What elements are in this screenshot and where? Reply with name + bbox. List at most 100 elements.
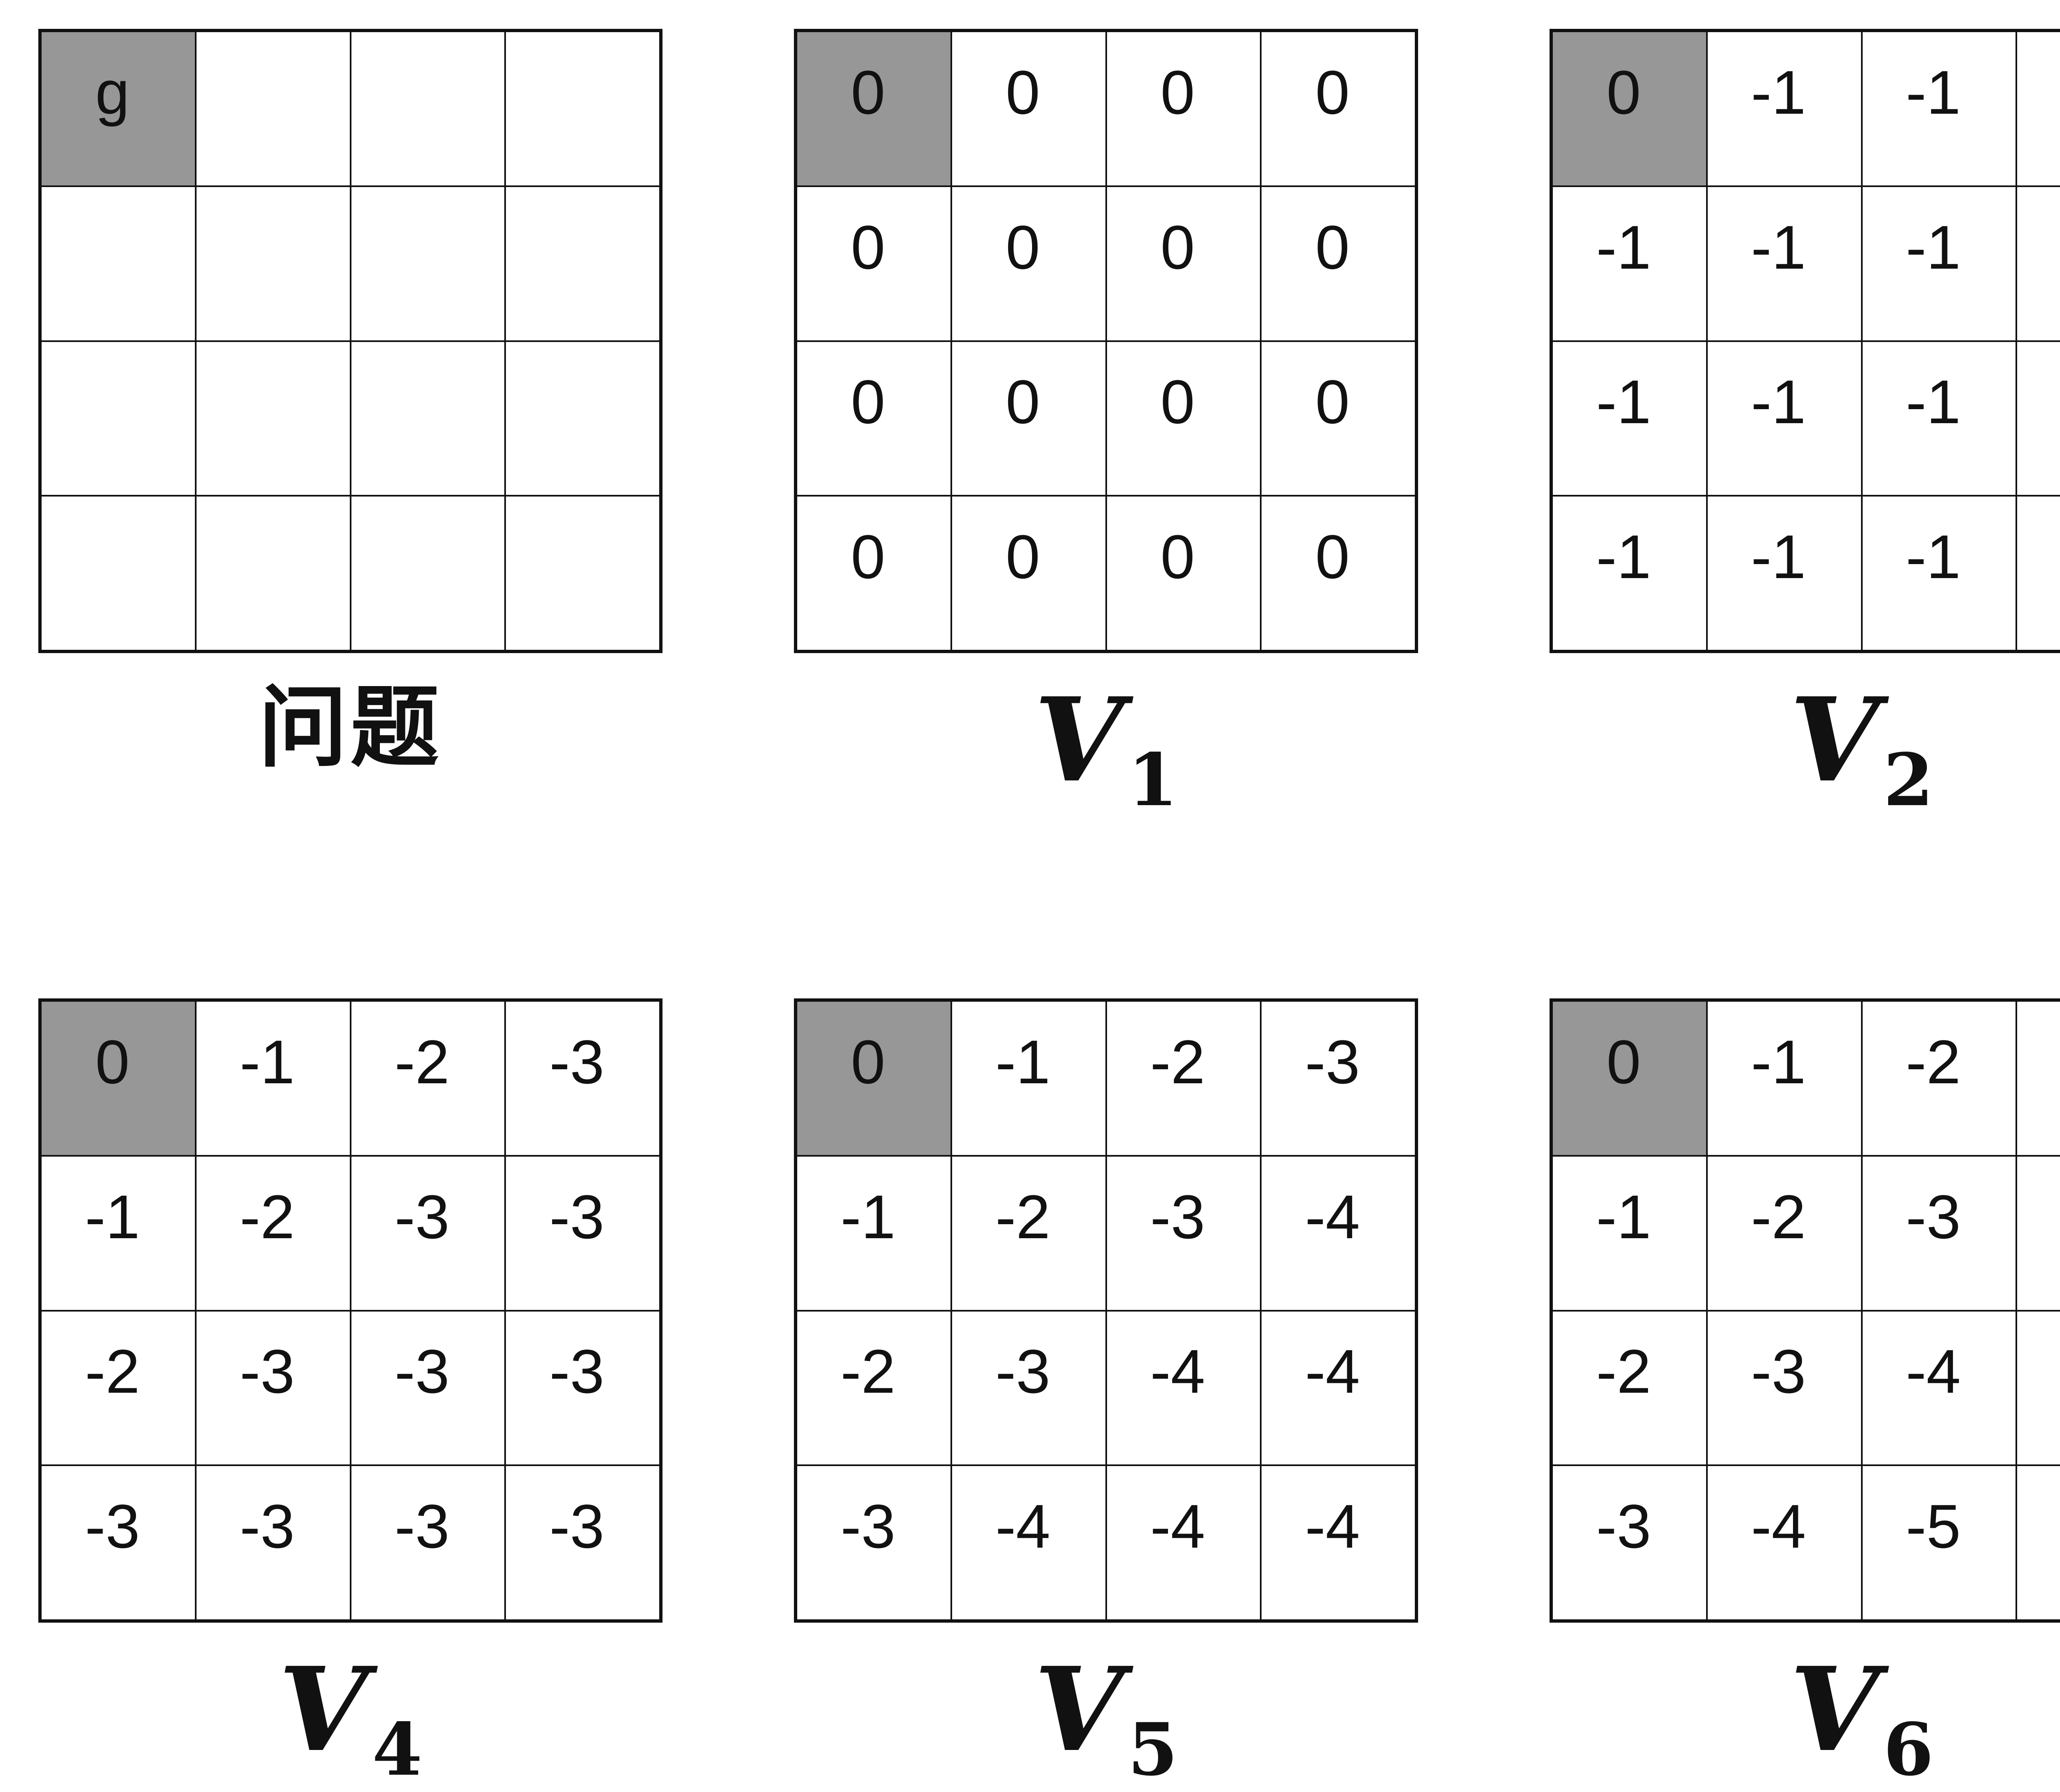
grid-cell: -3 — [195, 1465, 351, 1620]
grid-label-v4: V4 — [279, 1652, 422, 1788]
cell-value: -1 — [239, 1027, 295, 1096]
grid-cell: -1 — [1552, 1155, 1707, 1311]
label-subscript: 4 — [372, 1708, 422, 1792]
cell-value: -1 — [1751, 522, 1806, 592]
grid-cell: 0 — [1261, 496, 1416, 651]
cell-value: -4 — [1906, 1337, 1961, 1406]
grid-cell: 0 — [1106, 341, 1261, 496]
grid-cell: -5 — [1861, 1465, 2017, 1620]
grid-cell: -4 — [1261, 1310, 1416, 1466]
grid-cell: -1 — [1707, 31, 1862, 186]
cell-value: -3 — [995, 1337, 1051, 1406]
cell-value: -1 — [1906, 57, 1961, 127]
cell-value: -1 — [85, 1182, 140, 1251]
grid-cell — [350, 496, 506, 651]
cell-value: -4 — [995, 1492, 1051, 1561]
cell-value: -2 — [840, 1337, 896, 1406]
value-grid-v4: 0-1-2-3-1-2-3-3-2-3-3-3-3-3-3-3 — [38, 998, 662, 1623]
cell-value: -3 — [1305, 1027, 1360, 1096]
cell-value: 0 — [1315, 212, 1350, 282]
cell-value: 0 — [851, 522, 885, 592]
cell-value: 0 — [851, 367, 885, 437]
goal-cell: 0 — [41, 1001, 196, 1156]
grid-cell: 0 — [951, 186, 1106, 341]
grid-cell: -1 — [41, 1155, 196, 1311]
cell-value: 0 — [1005, 57, 1040, 127]
cell-value: -3 — [549, 1027, 604, 1096]
grid-cell: -3 — [350, 1155, 506, 1311]
grid-cell — [350, 341, 506, 496]
grid-cell: -1 — [1707, 1001, 1862, 1156]
grid-cell: -2 — [1106, 1001, 1261, 1156]
cell-value: -4 — [1305, 1492, 1360, 1561]
grid-cell: -2 — [41, 1310, 196, 1466]
grid-cell: 0 — [796, 186, 951, 341]
cell-value: -2 — [239, 1182, 295, 1251]
grid-cell: -1 — [1861, 341, 2017, 496]
grid-cell — [195, 341, 351, 496]
grid-cell: -1 — [951, 1001, 1106, 1156]
cell-value: -3 — [549, 1337, 604, 1406]
cell-value: -1 — [1751, 367, 1806, 437]
grid-cell: 0 — [796, 341, 951, 496]
grid-cell: -1 — [1552, 186, 1707, 341]
goal-cell: 0 — [796, 31, 951, 186]
cell-value: 0 — [1160, 522, 1195, 592]
grid-cell: 0 — [1106, 31, 1261, 186]
grid-cell: -4 — [1106, 1465, 1261, 1620]
cell-value: g — [95, 57, 130, 127]
grid-cell: -3 — [350, 1310, 506, 1466]
cell-value: -1 — [1906, 522, 1961, 592]
grid-cell: -3 — [1106, 1155, 1261, 1311]
goal-cell: 0 — [796, 1001, 951, 1156]
cell-value: -3 — [1906, 1182, 1961, 1251]
grid-cell — [195, 31, 351, 186]
grid-cell: 0 — [1261, 31, 1416, 186]
cell-value: 0 — [1160, 57, 1195, 127]
cell-value: 0 — [1005, 367, 1040, 437]
cell-value: -3 — [85, 1492, 140, 1561]
cell-value: 0 — [1606, 1027, 1641, 1096]
cell-value: -1 — [1596, 367, 1651, 437]
cell-value: -1 — [1596, 212, 1651, 282]
cell-value: -2 — [394, 1027, 450, 1096]
grid-cell: -4 — [1261, 1465, 1416, 1620]
cell-value: -4 — [1751, 1492, 1806, 1561]
grid-block-v2: 0-1-1-1-1-1-1-1-1-1-1-1-1-1-1-1V2 — [1550, 29, 2060, 819]
label-subscript: 2 — [1883, 738, 1934, 822]
grid-cell: 0 — [951, 496, 1106, 651]
grid-cell: -1 — [1707, 186, 1862, 341]
grid-cell: -4 — [1707, 1465, 1862, 1620]
grid-cell: -1 — [1861, 31, 2017, 186]
grid-cell: -4 — [1861, 1310, 2017, 1466]
cell-value: -3 — [394, 1182, 450, 1251]
value-grid-v6: 0-1-2-3-1-2-3-4-2-3-4-5-3-4-5-5 — [1550, 998, 2060, 1623]
grid-cell — [505, 341, 660, 496]
grid-cell — [41, 341, 196, 496]
cell-value: -1 — [1596, 1182, 1651, 1251]
goal-cell: 0 — [1552, 31, 1707, 186]
grid-cell: -3 — [505, 1310, 660, 1466]
label-symbol: V — [1034, 1642, 1124, 1778]
grid-cell: -4 — [1106, 1310, 1261, 1466]
grid-cell: -1 — [796, 1155, 951, 1311]
cell-value: -3 — [1751, 1337, 1806, 1406]
cell-value: 0 — [1315, 57, 1350, 127]
grid-label-v6: V6 — [1790, 1652, 1934, 1788]
grid-cell — [195, 496, 351, 651]
grid-cell — [41, 496, 196, 651]
cell-value: -4 — [1305, 1337, 1360, 1406]
cell-value: -2 — [1751, 1182, 1806, 1251]
grid-cell: -3 — [796, 1465, 951, 1620]
grid-cell: -1 — [1707, 496, 1862, 651]
grid-cell: -1 — [2016, 31, 2060, 186]
cell-value: -3 — [840, 1492, 896, 1561]
grid-cell: -1 — [1861, 186, 2017, 341]
grid-cell: -2 — [1861, 1001, 2017, 1156]
grid-cell: 0 — [1106, 496, 1261, 651]
grid-cell — [505, 31, 660, 186]
